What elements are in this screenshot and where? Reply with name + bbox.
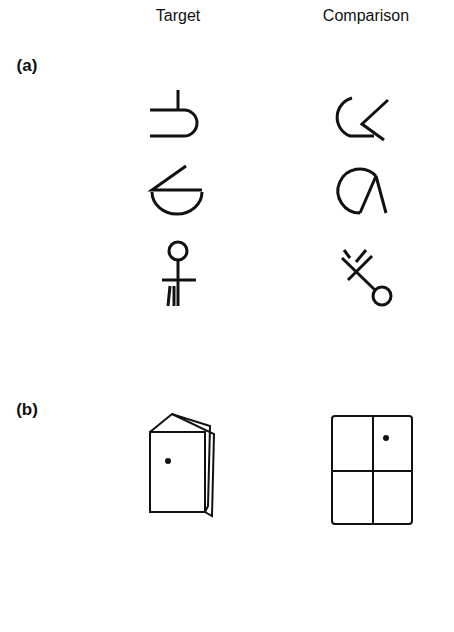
target-shape-3: [162, 242, 196, 306]
target-shape-1: [150, 90, 197, 136]
comparison-shape-2: [338, 169, 386, 213]
comparison-shape-3: [342, 250, 391, 305]
column-heading: Target: [156, 7, 200, 25]
hole-dot: [165, 458, 171, 464]
panel-label: (b): [16, 401, 38, 420]
column-heading: Comparison: [323, 7, 409, 25]
comparison-shape-1: [337, 98, 388, 140]
folded-paper: [150, 414, 214, 516]
unfolded-paper: [332, 416, 412, 524]
target-shape-2: [152, 166, 202, 214]
hole-dot: [383, 435, 389, 441]
panel-label: (a): [17, 57, 38, 76]
